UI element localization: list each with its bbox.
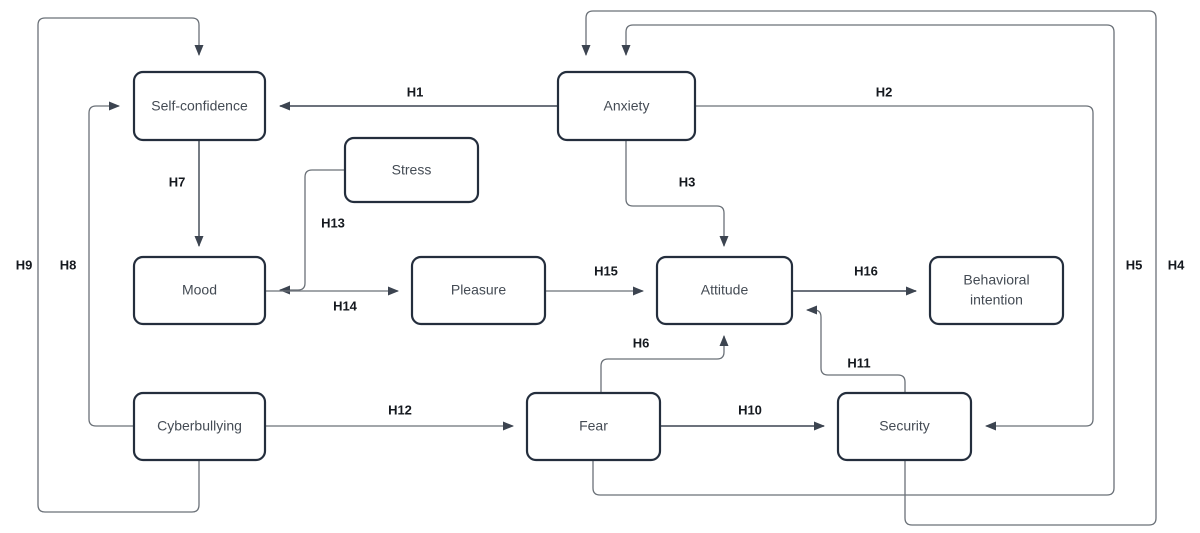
- edge-label-H8: H8: [60, 257, 77, 272]
- node-anxiety-box[interactable]: [556, 70, 697, 142]
- node-stress[interactable]: Stress: [343, 136, 480, 204]
- node-attitude[interactable]: Attitude: [655, 255, 794, 326]
- edge-H4: [581, 10, 1157, 526]
- edge-label-H2: H2: [876, 84, 893, 99]
- edge-label-H7: H7: [169, 174, 186, 189]
- node-security-box[interactable]: [836, 391, 973, 462]
- nodes-layer: Self-confidence Anxiety Stress Mood Plea…: [132, 70, 1065, 462]
- edges-layer: [37, 10, 1157, 526]
- edge-label-H16: H16: [854, 263, 878, 278]
- node-security[interactable]: Security: [836, 391, 973, 462]
- edge-H2: [695, 105, 1094, 431]
- node-fear-box[interactable]: [525, 391, 662, 462]
- edge-label-H12: H12: [388, 402, 412, 417]
- edge-H5: [592, 24, 1115, 496]
- node-self-confidence[interactable]: Self-confidence: [132, 70, 267, 142]
- edge-label-H10: H10: [738, 402, 762, 417]
- node-pleasure[interactable]: Pleasure: [410, 255, 547, 326]
- edge-label-H13: H13: [321, 215, 345, 230]
- node-mood[interactable]: Mood: [132, 255, 267, 326]
- edge-label-H9: H9: [16, 257, 33, 272]
- node-cyberbullying[interactable]: Cyberbullying: [132, 391, 267, 462]
- edge-H3: [625, 140, 729, 247]
- node-stress-box[interactable]: [343, 136, 480, 204]
- edge-label-H15: H15: [594, 263, 618, 278]
- edge-H6: [600, 335, 729, 393]
- edge-label-H11: H11: [847, 355, 870, 370]
- edge-H11: [806, 305, 906, 393]
- node-attitude-box[interactable]: [655, 255, 794, 326]
- edge-H8: [88, 101, 134, 427]
- node-self-confidence-box[interactable]: [132, 70, 267, 142]
- node-cyberbullying-box[interactable]: [132, 391, 267, 462]
- edge-label-H6: H6: [633, 335, 650, 350]
- node-pleasure-box[interactable]: [410, 255, 547, 326]
- node-behavioral-intention[interactable]: Behavioral intention: [928, 255, 1065, 326]
- edge-label-H14: H14: [333, 298, 358, 313]
- edge-label-H3: H3: [679, 174, 696, 189]
- node-fear[interactable]: Fear: [525, 391, 662, 462]
- edge-label-H4: H4: [1168, 257, 1185, 272]
- node-anxiety[interactable]: Anxiety: [556, 70, 697, 142]
- node-mood-box[interactable]: [132, 255, 267, 326]
- node-behavioral-intention-box[interactable]: [928, 255, 1065, 326]
- edge-label-H5: H5: [1126, 257, 1143, 272]
- edge-H13: [279, 169, 345, 295]
- edge-label-H1: H1: [407, 84, 424, 99]
- edge-H9: [37, 17, 204, 513]
